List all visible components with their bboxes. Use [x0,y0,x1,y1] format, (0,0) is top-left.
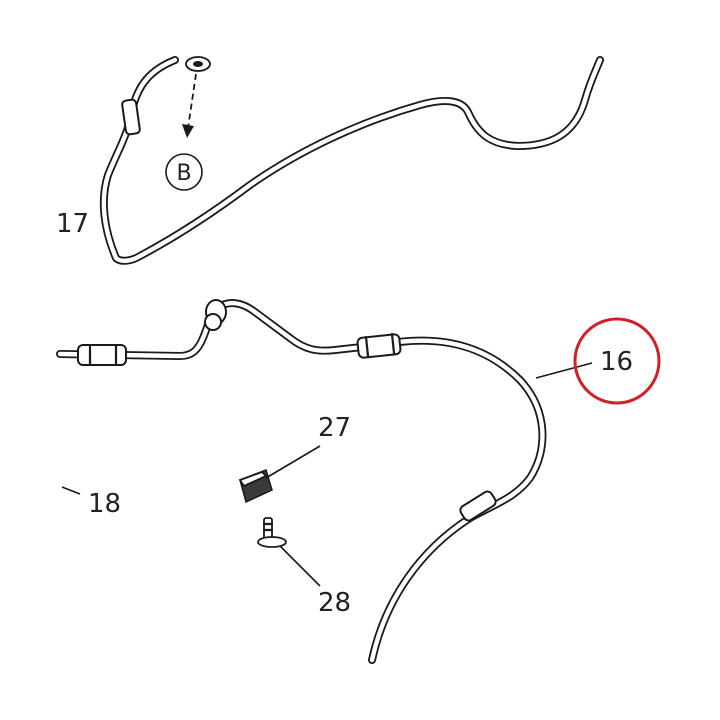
fastener-b [185,56,211,72]
lower-line-left-fitting [77,344,127,366]
part-27-clip [238,469,273,504]
reference-b-marker: B [165,153,203,191]
part-28-leader [279,545,321,587]
reference-b-label: B [176,161,191,186]
part-18-leader [61,486,81,495]
banjo-joint [204,299,227,331]
lower-line-right-fitting [459,490,497,522]
upper-brake-line [99,56,604,265]
highlight-ring [573,317,661,405]
part-16-label: 16 [600,347,633,377]
lower-brake-line [56,299,547,664]
part-27-label: 27 [318,413,351,443]
part-18-label: 18 [88,489,121,519]
part-28-screw [257,517,287,548]
arrow-to-b [182,73,197,138]
part-17-label: 17 [56,209,89,239]
upper-line-fitting [121,98,141,136]
part-27-leader [265,445,321,479]
part-28-label: 28 [318,588,351,618]
part-16-leader [535,362,593,379]
